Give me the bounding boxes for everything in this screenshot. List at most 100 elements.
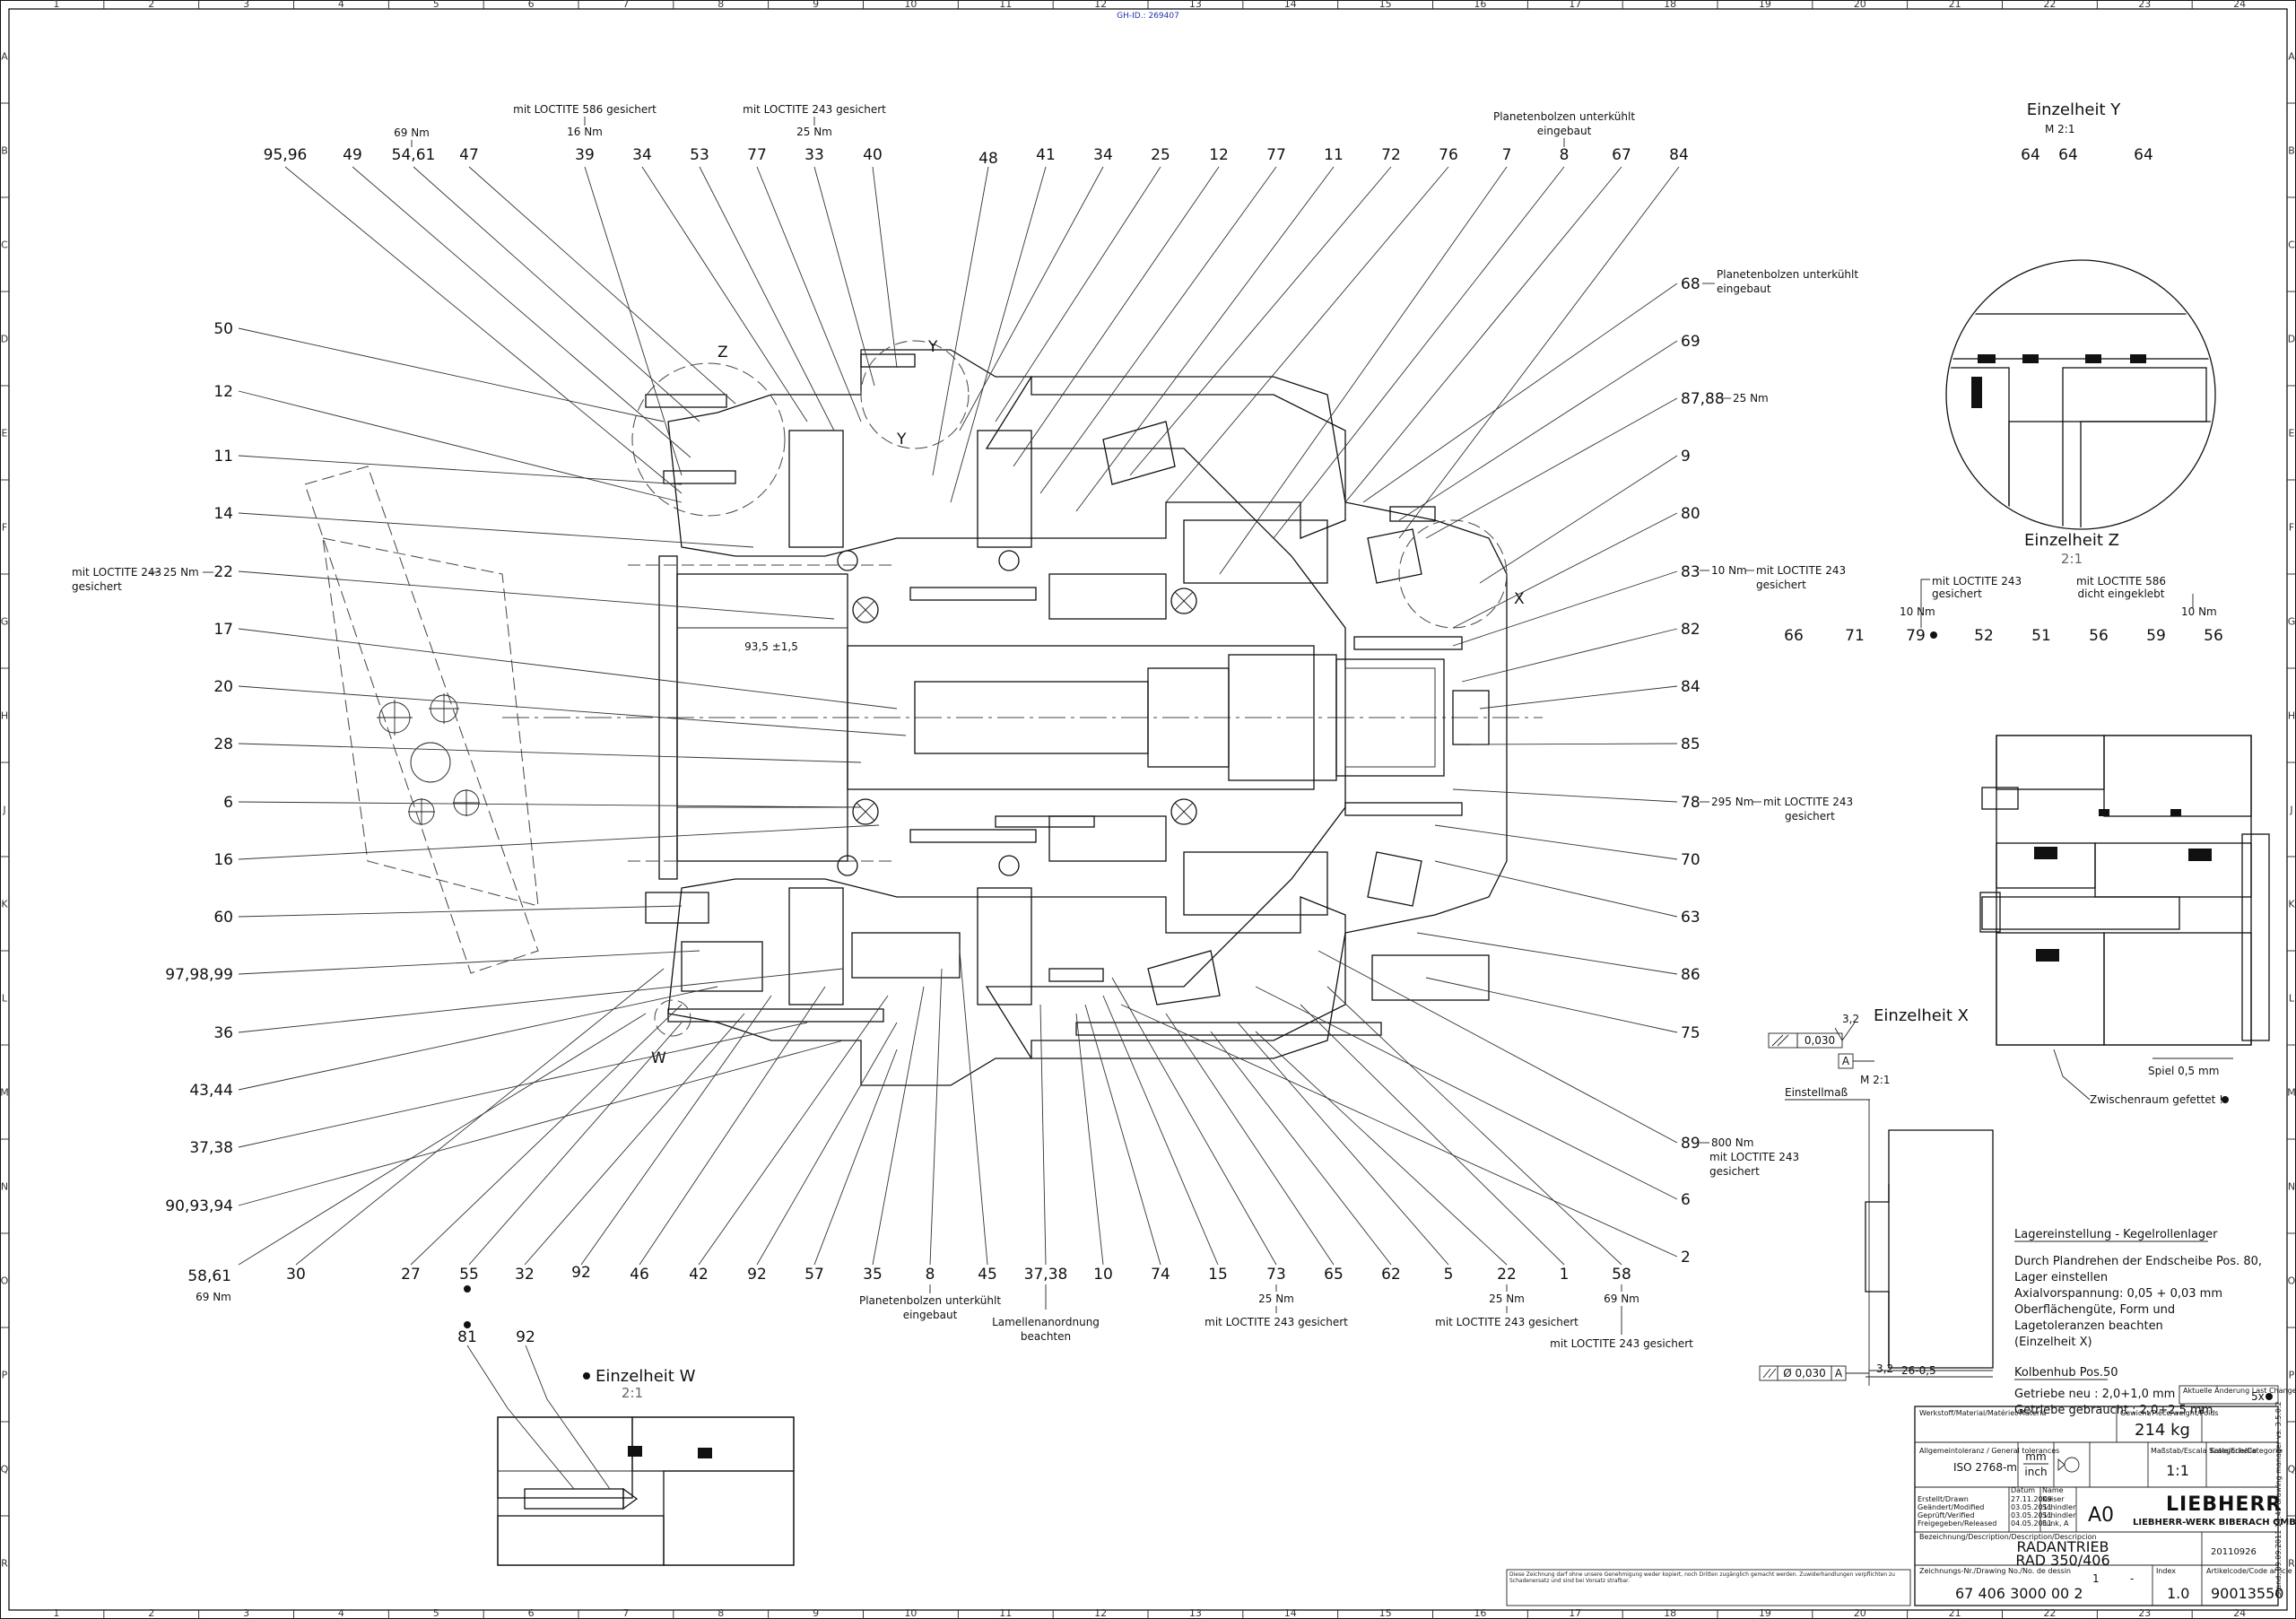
tb-approval-cell: Freigegeben/Released (1918, 1519, 1996, 1528)
detail-z-note1-b: gesichert (1932, 588, 1982, 600)
grid-col-label: 20 (1854, 0, 1866, 10)
grid-row-label: Q (2288, 1464, 2296, 1475)
grid-col-label: 2 (148, 1607, 154, 1619)
grid-col-label: 6 (528, 0, 535, 10)
tb-approval-cell: 03.05.2011 (2011, 1511, 2052, 1519)
grid-col-label: 3 (243, 1607, 249, 1619)
grid-col-label: 24 (2233, 1607, 2246, 1619)
callout-top: 12 (1209, 146, 1229, 164)
note-bottom-58: mit LOCTITE 243 gesichert (1550, 1337, 1693, 1350)
callout-left: 97,98,99 (165, 966, 233, 984)
tb-change: 5x (2251, 1390, 2265, 1403)
note-right-78-2: gesichert (1785, 810, 1835, 823)
detail-z-note1: mit LOCTITE 243 (1932, 575, 2022, 588)
grid-col-label: 24 (2233, 0, 2246, 10)
note-bottom-lamellen: Lamellenanordnung (992, 1316, 1100, 1328)
callout-top: 77 (1266, 146, 1286, 164)
tb-material-label: Werkstoff/Material/Matériel/Materia (1919, 1408, 2046, 1417)
tb-code-label: Artikelcode/Code article (2206, 1567, 2292, 1575)
callout-top: 8 (1560, 146, 1570, 164)
notes-heading-2: Kolbenhub Pos.50 (2014, 1366, 2118, 1380)
grid-col-label: 21 (1949, 1607, 1961, 1619)
grid-col-label: 21 (1949, 0, 1961, 10)
callout-right: 86 (1681, 966, 1700, 984)
note-right-89-torque: 800 Nm (1711, 1136, 1753, 1149)
note-bottom-73-torque: 25 Nm (1258, 1293, 1294, 1305)
tb-approval-cell: Geprüft/Verified (1918, 1511, 1974, 1519)
detail-y-callout: 64 (2058, 146, 2078, 164)
grid-row-label: H (1, 710, 8, 722)
grid-row-label: G (2288, 616, 2296, 628)
callout-bottom: 62 (1381, 1266, 1401, 1284)
detail-x-flatness: 0,030 (1805, 1034, 1835, 1047)
grid-row-label: C (2288, 239, 2295, 251)
grid-row-label: L (2289, 993, 2295, 1005)
detail-x-roughness-bottom: 3,2 (1876, 1362, 1893, 1375)
label-y: Y (927, 338, 938, 356)
grid-col-label: 3 (243, 0, 249, 10)
grid-col-label: 11 (999, 1607, 1012, 1619)
tb-dash: - (2130, 1572, 2134, 1585)
callout-left: 37,38 (189, 1139, 233, 1157)
annotations: mit LOCTITE 586 gesichert 16 Nm mit LOCT… (72, 103, 1858, 1350)
detail-z-callout: 56 (2089, 627, 2109, 645)
grid-row-label: M (2287, 1087, 2296, 1099)
note-planeten-right: Planetenbolzen unterkühlt (1717, 268, 1858, 281)
grid-col-label: 19 (1759, 1607, 1771, 1619)
tb-date-code: 20110926 (2211, 1547, 2257, 1557)
callout-right: 2 (1681, 1249, 1691, 1266)
title-block: Aktuelle Änderung Last Change 5x Werksto… (1506, 1385, 2296, 1606)
grid-col-label: 7 (622, 0, 629, 10)
grid-col-label: 17 (1569, 0, 1581, 10)
notes-line: Axialvorspannung: 0,05 + 0,03 mm (2014, 1287, 2222, 1301)
callout-top: 34 (632, 146, 652, 164)
notes-line-2: Getriebe neu : 2,0+1,0 mm (2014, 1388, 2175, 1401)
tb-index-label: Index (2156, 1567, 2176, 1575)
callout-right: 69 (1681, 333, 1700, 351)
tb-weight-label: Gewicht/Piece/weight/Poids (2120, 1409, 2219, 1417)
grid-col-label: 10 (904, 0, 917, 10)
grid-row-label: H (2288, 710, 2295, 722)
callout-top: 84 (1669, 146, 1689, 164)
note-left-22: mit LOCTITE 243 (72, 566, 161, 579)
detail-w-callout: 92 (516, 1328, 535, 1346)
callout-right: 89 (1681, 1135, 1700, 1153)
tb-approval-cell: 03.05.2011 (2011, 1503, 2052, 1511)
grid-col-label: 11 (999, 0, 1012, 10)
detail-y-callout: 64 (2134, 146, 2153, 164)
grid-col-label: 12 (1094, 0, 1107, 10)
grid-row-label: O (2288, 1275, 2296, 1287)
callout-bottom: 32 (515, 1266, 535, 1284)
grid-col-label: 7 (622, 1607, 629, 1619)
grid-col-label: 2 (148, 0, 154, 10)
grid-col-label: 19 (1759, 0, 1771, 10)
callout-left: 28 (213, 736, 233, 753)
note-planeten-right-2: eingebaut (1717, 283, 1771, 295)
callout-left: 22 (213, 563, 233, 581)
detail-w-callout: 81 (457, 1328, 477, 1346)
callout-bottom: 15 (1208, 1266, 1228, 1284)
callout-top: 95,96 (264, 146, 308, 164)
detail-z-spiel: Spiel 0,5 mm (2148, 1065, 2219, 1077)
grid-col-label: 12 (1094, 1607, 1107, 1619)
callout-top: 67 (1612, 146, 1631, 164)
tb-last-change-label: Aktuelle Änderung Last Change (2183, 1386, 2296, 1395)
callout-bottom: 46 (630, 1266, 649, 1284)
grid-col-label: 18 (1664, 0, 1676, 10)
note-right-89: mit LOCTITE 243 (1709, 1151, 1799, 1163)
tb-company: LIEBHERR-WERK BIBERACH GMBH (2133, 1518, 2296, 1528)
detail-x-scale: M 2:1 (1860, 1074, 1890, 1086)
tb-category-label: Kategorie/Categorie (2210, 1447, 2282, 1455)
detail-x-tol-bottom: Ø 0,030 (1783, 1367, 1826, 1380)
callout-right: 87,88 (1681, 390, 1725, 408)
notes-line-2: Getriebe gebraucht : 2,0+2,5 mm (2014, 1404, 2213, 1417)
tb-approval-cell: Kaiser (2042, 1495, 2065, 1503)
notes-line: Lagetoleranzen beachten (2014, 1319, 2163, 1333)
callout-bottom: 58 (1612, 1266, 1631, 1284)
tb-drawing-no: 67 406 3000 00 2 (1955, 1585, 2083, 1602)
tb-code: 90013550 (2211, 1585, 2283, 1602)
callout-bottom: 37,38 (1024, 1266, 1068, 1284)
callout-top: 72 (1381, 146, 1401, 164)
grid-col-label: 9 (813, 1607, 819, 1619)
tb-title1: RADANTRIEB (2016, 1538, 2109, 1555)
